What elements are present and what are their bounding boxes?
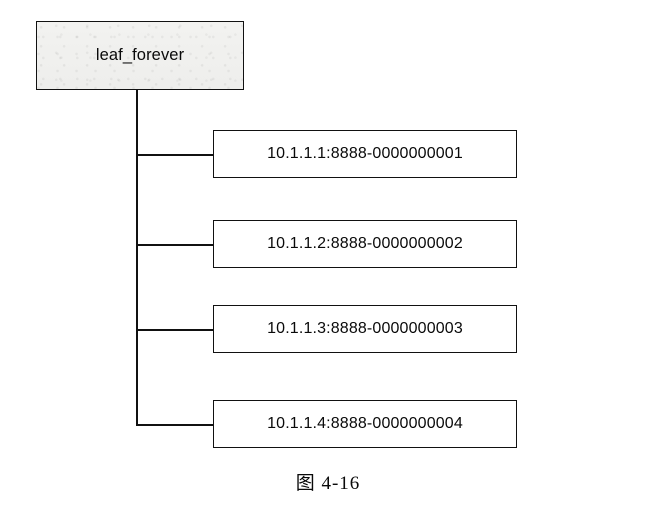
- node-leaf-forever[interactable]: leaf_forever: [36, 21, 244, 90]
- node-child-3-label: 10.1.1.3:8888-0000000003: [267, 320, 463, 337]
- connector-branch-4: [136, 424, 215, 426]
- node-child-1[interactable]: 10.1.1.1:8888-0000000001: [213, 130, 517, 178]
- node-child-1-label: 10.1.1.1:8888-0000000001: [267, 145, 463, 162]
- node-child-3[interactable]: 10.1.1.3:8888-0000000003: [213, 305, 517, 353]
- node-child-2[interactable]: 10.1.1.2:8888-0000000002: [213, 220, 517, 268]
- connector-trunk-vertical: [136, 90, 138, 426]
- node-child-2-label: 10.1.1.2:8888-0000000002: [267, 235, 463, 252]
- connector-branch-1: [136, 154, 215, 156]
- connector-branch-2: [136, 244, 215, 246]
- figure-caption: 图 4-16: [295, 473, 361, 494]
- node-leaf-forever-label: leaf_forever: [95, 46, 185, 65]
- node-child-4[interactable]: 10.1.1.4:8888-0000000004: [213, 400, 517, 448]
- node-child-4-label: 10.1.1.4:8888-0000000004: [267, 415, 463, 432]
- connector-branch-3: [136, 329, 215, 331]
